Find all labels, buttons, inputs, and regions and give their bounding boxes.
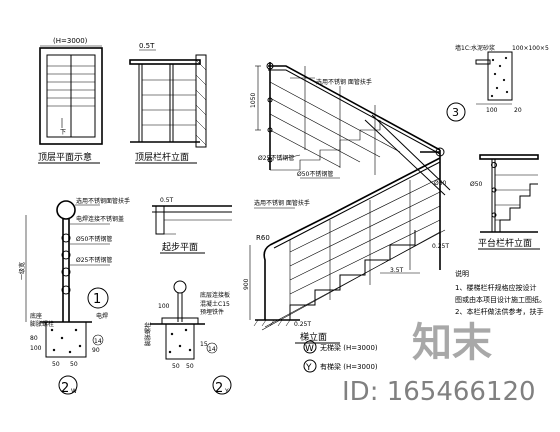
dim-025t-bottom: 0.25T (294, 321, 311, 328)
detail2w-number: 2 (61, 381, 69, 396)
detail-1: 一级宽 选用不锈钢面管扶手 电焊连接不锈钢盖 Ø50不锈钢管 Ø25不锈钢管 底… (18, 197, 130, 396)
radius-label: R60 (256, 234, 270, 242)
label-tube50: Ø50不锈钢管 (297, 170, 333, 178)
detail-3: 墙1C:水泥砂浆 100×100×5 100 20 3 (446, 44, 549, 122)
detail1-dim-80: 80 (30, 335, 38, 342)
top-plan-view: (H=3000) 下 顶层平面示意 (38, 37, 103, 164)
detail2-l3: 预埋铁件 (200, 308, 224, 316)
detail2-dim-50a: 50 (172, 363, 180, 370)
notes-title: 说明 (455, 269, 469, 278)
landing-phi50: Ø50 (470, 181, 483, 188)
detail1-l3: Ø50不锈钢管 (76, 235, 112, 243)
watermark: 知末 ID: 165466120 (342, 320, 536, 407)
notes: 说明 1、楼梯栏杆规格应按设计 图或由本项目设计施工图纸。 2、本栏杆做法供参考… (455, 269, 546, 316)
detail1-ref: 14 (94, 338, 102, 345)
detail1-l2: 电焊连接不锈钢盖 (76, 215, 124, 223)
detail2-dim-100: 100 (158, 303, 170, 310)
top-plan-note: (H=3000) (53, 37, 88, 45)
notes-line3: 2、本栏杆做法供参考，扶手 (455, 307, 543, 316)
wall-note: 墙1C:水泥砂浆 (455, 44, 495, 52)
top-rail-title: 顶层栏杆立面 (135, 151, 189, 163)
main-stair-elevation: 1050 900 R60 选用不锈钢 面管扶手 Ø25不锈钢管 Ø50不锈钢管 … (243, 62, 451, 344)
label-handrail-top: 选用不锈钢 面管扶手 (316, 78, 372, 86)
detail1-dim-100: 100 (30, 345, 42, 352)
main-elev-title: 梯立面 (300, 331, 327, 343)
detail-3-number: 3 (452, 106, 459, 119)
detail1-l1: 选用不锈钢面管扶手 (76, 197, 130, 205)
height-dim-top: 1050 (250, 93, 257, 108)
detail1-dim-90: 90 (92, 347, 100, 354)
detail2-dim-50b: 50 (186, 363, 194, 370)
detail2w-sub: W (71, 388, 77, 395)
label-phi50-main: Ø50 (434, 180, 447, 187)
landing-rail-elevation: Ø50 平台栏杆立面 (470, 154, 540, 250)
detail2y-number: 2 (215, 381, 223, 396)
wall-dim: 100×100×5 (512, 45, 549, 52)
notes-line2: 图或由本项目设计施工图纸。 (455, 295, 546, 304)
detail1-l4: Ø25不锈钢管 (76, 256, 112, 264)
label-handrail-mid: 选用不锈钢 面管扶手 (254, 199, 310, 207)
label-tube25: Ø25不锈钢管 (258, 154, 294, 162)
top-rail-dim: 0.5T (139, 42, 155, 50)
detail-2: 底层连接板 混凝土C15 预埋铁件 膨胀螺栓 100 50 50 15 14 2… (144, 280, 232, 396)
detail2-l1: 底层连接板 (200, 291, 230, 299)
detail2-l4: 膨胀螺栓 (144, 322, 152, 346)
watermark-id: ID: 165466120 (342, 377, 536, 407)
detail1-l5: 底座 (30, 312, 42, 320)
watermark-brand: 知末 (412, 320, 492, 366)
detail2y-sub: Y (224, 388, 229, 395)
direction-label: 下 (60, 129, 66, 136)
detail2-ref: 14 (208, 346, 216, 353)
legend-y-text: 有梯梁 (H=3000) (320, 362, 378, 371)
legend: W 无梯梁 (H=3000) Y 有梯梁 (H=3000) (303, 340, 378, 373)
dim-025t-right: 0.25T (432, 243, 449, 250)
start-plan-title: 起步平面 (162, 242, 198, 253)
height-dim-mid: 900 (243, 278, 250, 290)
legend-y-symbol: Y (305, 363, 312, 373)
top-plan-title: 顶层平面示意 (38, 151, 92, 163)
notes-line1: 1、楼梯栏杆规格应按设计 (455, 283, 536, 292)
detail1-side-label: 一级宽 (18, 262, 26, 280)
detail1-dim-50a: 50 (52, 361, 60, 368)
legend-w-text: 无梯梁 (H=3000) (320, 343, 378, 352)
detail1-number: 1 (93, 292, 101, 307)
detail-3-circle (446, 102, 466, 122)
detail1-l6: 膨胀螺栓 (30, 320, 54, 328)
top-rail-elevation: 0.5T 顶层栏杆立面 (129, 42, 207, 164)
legend-w-symbol: W (305, 344, 314, 354)
wall-dim-20: 20 (514, 107, 522, 114)
detail1-l7: 电焊 (96, 312, 108, 320)
wall-dim-100: 100 (486, 107, 498, 114)
start-plan-view: 0.5T 起步平面 (152, 197, 232, 254)
detail2-dim-15: 15 (200, 341, 208, 348)
dim-35t: 3.5T (390, 267, 404, 274)
detail1-dim-50b: 50 (70, 361, 78, 368)
detail2-l2: 混凝土C15 (200, 300, 230, 308)
start-plan-dim: 0.5T (160, 197, 174, 204)
landing-rail-title: 平台栏杆立面 (478, 237, 532, 249)
